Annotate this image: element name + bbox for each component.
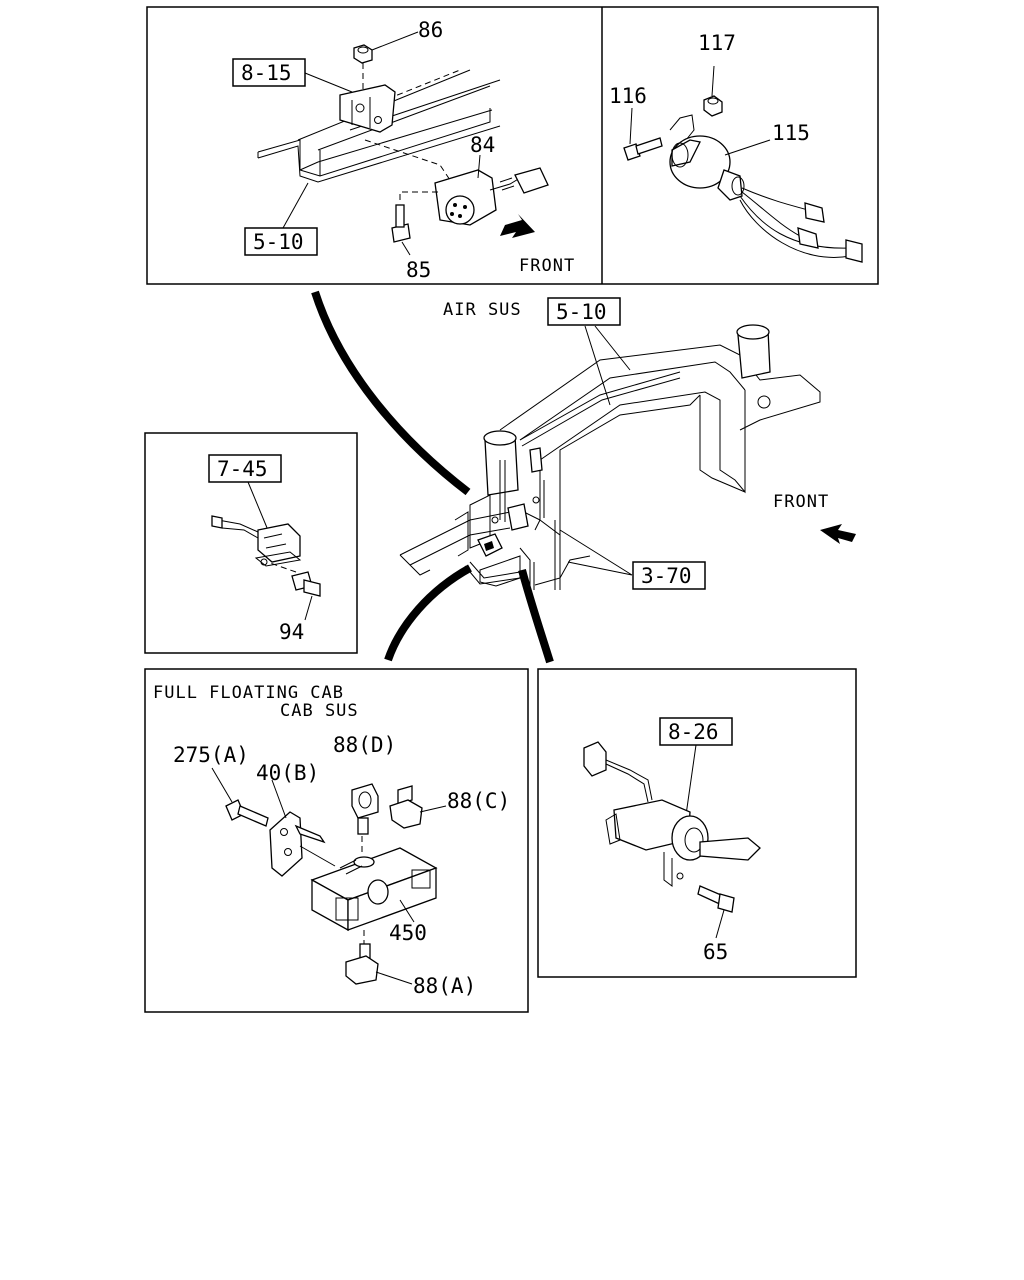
- panel-mid-left: 7-45 94: [144, 432, 358, 654]
- leader-8-26: [685, 744, 697, 816]
- callout-curve-right: [518, 568, 554, 664]
- leader-5-10-top: [282, 182, 309, 229]
- air-pipes: [464, 371, 681, 590]
- ref-box-7-45: [208, 454, 282, 483]
- label-8-15: 8-15: [241, 61, 292, 85]
- label-40b: 40(B): [256, 761, 319, 785]
- leader-7-45: [247, 481, 271, 536]
- bracket-40b: [269, 779, 336, 877]
- leader-84: [477, 154, 481, 179]
- label-88d: 88(D): [333, 733, 396, 757]
- label-88c: 88(C): [447, 789, 510, 813]
- label-3-70: 3-70: [641, 564, 692, 588]
- panel-top-left: 86 8-15 84 5-10 85 FRONT: [146, 6, 879, 285]
- label-7-45: 7-45: [217, 457, 268, 481]
- elbow-88a: [345, 930, 413, 985]
- leader-86: [371, 31, 419, 51]
- ref-box-3-70: [632, 561, 706, 590]
- callout-curve-top: [311, 290, 471, 496]
- main-frame: [399, 344, 821, 587]
- label-air-sus: AIR SUS: [443, 300, 522, 320]
- front-arrow-top: [500, 214, 535, 238]
- label-85: 85: [406, 258, 431, 282]
- label-5-10-top: 5-10: [253, 230, 304, 254]
- label-117: 117: [698, 31, 736, 55]
- panel-bottom-right: 8-26 65: [537, 668, 857, 978]
- label-8-26: 8-26: [668, 720, 719, 744]
- ref-box-8-15: [232, 58, 306, 87]
- leader-8-15: [304, 72, 353, 93]
- label-275a: 275(A): [173, 743, 249, 767]
- panel-bottom-left: FULL FLOATING CAB CAB SUS: [144, 668, 529, 1013]
- label-116: 116: [609, 84, 647, 108]
- label-5-10-main: 5-10: [556, 300, 607, 324]
- sensor-7-45: [211, 515, 302, 567]
- label-115: 115: [772, 121, 810, 145]
- panel-top-frame: [146, 6, 879, 285]
- title-cab-sus: CAB SUS: [280, 701, 359, 721]
- label-450: 450: [389, 921, 427, 945]
- air-tank: [483, 324, 771, 496]
- ref-box-5-10-top: [244, 227, 318, 256]
- elbow-88c: [389, 785, 447, 829]
- label-front-top: FRONT: [519, 256, 575, 276]
- mount-bracket: [669, 114, 695, 141]
- leader-115: [724, 139, 771, 156]
- label-86: 86: [418, 18, 443, 42]
- bolt-116: [623, 107, 663, 161]
- bolt-275a: [211, 767, 269, 827]
- frame-valves: [477, 447, 543, 557]
- leader-3-70: [559, 529, 633, 576]
- bolt-94: [269, 562, 321, 621]
- valve-84: [434, 167, 549, 226]
- ref-box-5-10-main: [547, 297, 621, 326]
- leader-5-10-main: [584, 325, 631, 406]
- front-arrow-main: [820, 524, 856, 544]
- valve-450: [310, 847, 438, 932]
- panel-mid-left-frame: [144, 432, 358, 654]
- bolt-65: [697, 885, 735, 939]
- panel-bottom-left-frame: [144, 668, 529, 1013]
- label-88a: 88(A): [413, 974, 476, 998]
- callout-curve-left: [384, 564, 472, 662]
- label-94: 94: [279, 620, 304, 644]
- panel-bottom-right-frame: [537, 668, 857, 978]
- label-84: 84: [470, 133, 495, 157]
- bolt-85: [391, 191, 440, 243]
- leader-85: [401, 241, 411, 256]
- label-front-main: FRONT: [773, 492, 829, 512]
- sensor-115: [669, 135, 745, 201]
- label-65: 65: [703, 940, 728, 964]
- panel-top-right: 117 116 115: [609, 31, 863, 263]
- nut-86: [353, 44, 373, 92]
- elbow-88d: [351, 783, 379, 852]
- nut-117: [703, 65, 723, 117]
- title-full-floating-cab: FULL FLOATING CAB: [153, 683, 344, 703]
- bracket-8-15: [339, 84, 396, 133]
- main-assembly: AIR SUS 5-10 3-70 FRONT: [311, 290, 856, 664]
- wiring-harness: [739, 187, 863, 263]
- sensor-8-26: [583, 741, 761, 887]
